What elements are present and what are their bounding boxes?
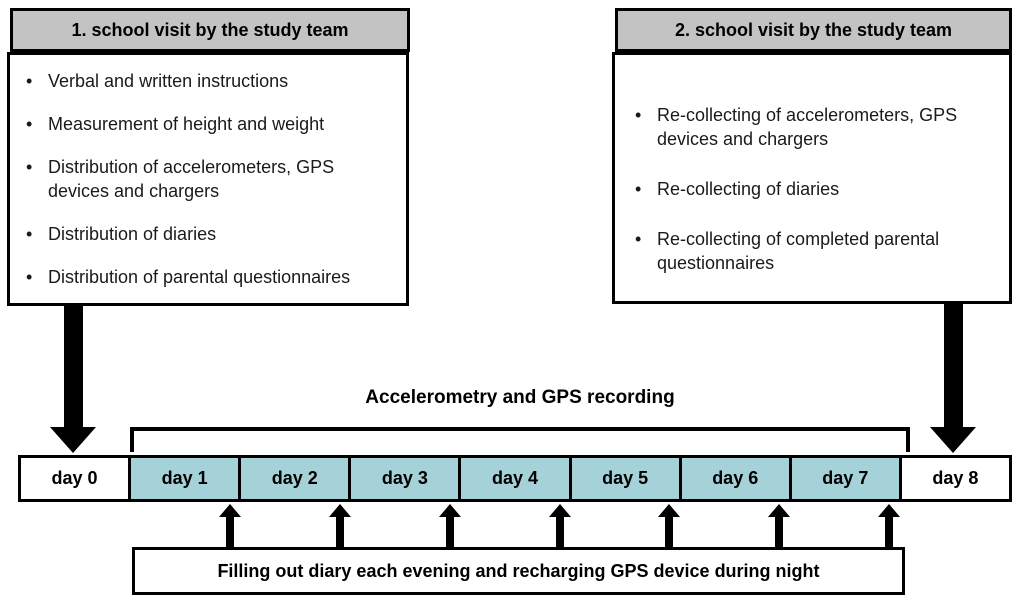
- visit1-item-5: Distribution of parental questionnaires: [48, 267, 351, 287]
- list-item: Re-collecting of completed parental ques…: [629, 227, 999, 275]
- list-item: Re-collecting of accelerometers, GPS dev…: [629, 103, 999, 151]
- arrow-shaft: [446, 517, 454, 547]
- arrow-head: [329, 504, 351, 517]
- list-item: Re-collecting of diaries: [629, 177, 999, 201]
- visit1-down-arrow-icon: [50, 306, 96, 453]
- arrow-head: [50, 427, 96, 453]
- visit2-body: Re-collecting of accelerometers, GPS dev…: [612, 52, 1012, 304]
- arrow-shaft: [665, 517, 673, 547]
- visit1-item-1: Verbal and written instructions: [48, 71, 289, 91]
- arrow-shaft: [885, 517, 893, 547]
- visit1-header: 1. school visit by the study team: [10, 8, 410, 52]
- day-cell-6: day 6: [678, 458, 789, 499]
- arrow-shaft: [336, 517, 344, 547]
- diary-up-arrow-icon: [219, 504, 241, 547]
- day-cell-1: day 1: [128, 458, 239, 499]
- arrow-shaft: [556, 517, 564, 547]
- diary-up-arrow-icon: [549, 504, 571, 547]
- arrow-shaft: [775, 517, 783, 547]
- list-item: Measurement of height and weight: [20, 112, 396, 136]
- diary-up-arrow-icon: [878, 504, 900, 547]
- day-cell-3: day 3: [348, 458, 459, 499]
- arrow-shaft: [63, 306, 83, 427]
- day-cell-7: day 7: [788, 458, 899, 499]
- list-item: Distribution of accelerometers, GPS devi…: [20, 155, 396, 203]
- list-item: Distribution of parental questionnaires: [20, 265, 396, 289]
- recording-period-bracket: [130, 427, 910, 452]
- diary-up-arrow-icon: [658, 504, 680, 547]
- visit2-bullet-list: Re-collecting of accelerometers, GPS dev…: [629, 103, 999, 275]
- visit1-item-3: Distribution of accelerometers, GPS devi…: [48, 157, 335, 201]
- recording-period-label: Accelerometry and GPS recording: [365, 387, 675, 408]
- diary-up-arrow-icon: [768, 504, 790, 547]
- arrow-shaft: [226, 517, 234, 547]
- arrow-head: [930, 427, 976, 453]
- visit2-item-3: Re-collecting of completed parental ques…: [657, 229, 940, 273]
- visit2-down-arrow-icon: [930, 304, 976, 453]
- arrow-head: [768, 504, 790, 517]
- arrow-head: [878, 504, 900, 517]
- visit2-item-2: Re-collecting of diaries: [657, 179, 840, 199]
- list-item: Distribution of diaries: [20, 222, 396, 246]
- diary-recharge-note: Filling out diary each evening and recha…: [132, 547, 905, 595]
- day-cell-4: day 4: [458, 458, 569, 499]
- visit2-header: 2. school visit by the study team: [615, 8, 1012, 52]
- arrow-head: [219, 504, 241, 517]
- diary-up-arrow-icon: [329, 504, 351, 547]
- arrow-head: [658, 504, 680, 517]
- visit2-item-1: Re-collecting of accelerometers, GPS dev…: [657, 105, 958, 149]
- arrow-shaft: [943, 304, 963, 427]
- visit1-item-4: Distribution of diaries: [48, 224, 217, 244]
- visit1-item-2: Measurement of height and weight: [48, 114, 325, 134]
- day-cell-0: day 0: [21, 458, 129, 499]
- visit1-bullet-list: Verbal and written instructions Measurem…: [20, 69, 396, 289]
- visit1-body: Verbal and written instructions Measurem…: [7, 52, 409, 306]
- arrow-head: [439, 504, 461, 517]
- day-timeline: day 0 day 1 day 2 day 3 day 4 day 5 day …: [18, 455, 1012, 502]
- arrow-head: [549, 504, 571, 517]
- day-cell-8: day 8: [898, 458, 1009, 499]
- diary-up-arrow-icon: [439, 504, 461, 547]
- list-item: Verbal and written instructions: [20, 69, 396, 93]
- day-cell-2: day 2: [238, 458, 349, 499]
- day-cell-5: day 5: [568, 458, 679, 499]
